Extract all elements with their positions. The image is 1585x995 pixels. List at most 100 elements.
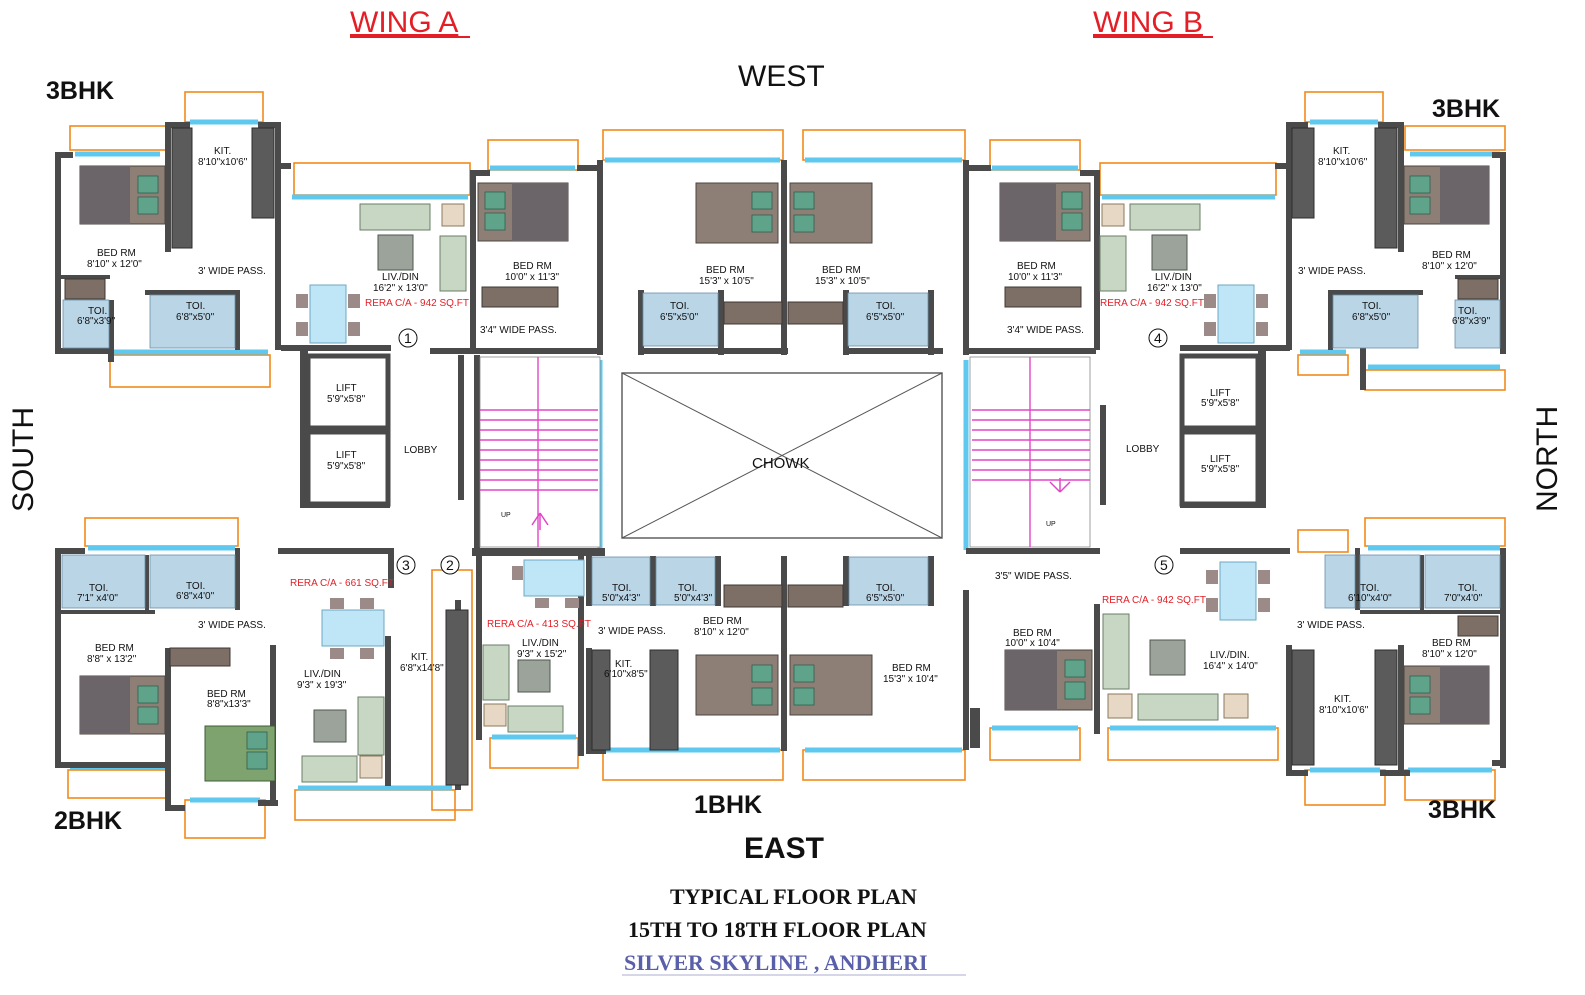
passage-label: 3' WIDE PASS. (1298, 266, 1366, 277)
lift-name: LIFT (336, 450, 357, 461)
room-size: 7'0"x4'0" (1444, 593, 1483, 604)
passage-label: 3' WIDE PASS. (1297, 620, 1365, 631)
room-size: 8'10"x10'6" (198, 157, 248, 168)
room-size: 8'8" x 13'2" (87, 654, 137, 665)
lobby-label: LOBBY (1126, 444, 1160, 455)
room-name: TOI. (186, 301, 205, 312)
direction-east: EAST (744, 832, 824, 865)
toilet-floors (61, 292, 1501, 609)
room-size: 6'8"x3'9" (1452, 316, 1491, 327)
unit-type-bottom-left: 2BHK (54, 807, 122, 835)
flat-number-1: 1 (404, 330, 412, 346)
room-name: BED RM (95, 643, 134, 654)
passage-label: 3' WIDE PASS. (198, 266, 266, 277)
room-name: KIT. (411, 652, 428, 663)
flat-number-4: 4 (1154, 330, 1162, 346)
room-name: BED RM (1017, 261, 1056, 272)
flat-number-3: 3 (402, 557, 410, 573)
room-size: 8'10" x 12'0" (694, 627, 749, 638)
room-name: TOI. (89, 583, 108, 594)
lift-size: 5'9"x5'8" (327, 394, 366, 405)
room-size: 6'8"x5'0" (176, 312, 215, 323)
east-center-labels: TOI. 6'5"x5'0" BED RM 15'3" x 10'4" (866, 583, 938, 685)
room-size: 8'10" x 12'0" (1422, 261, 1477, 272)
room-name: BED RM (822, 265, 861, 276)
room-name: KIT. (1334, 694, 1351, 705)
room-name: BED RM (1013, 628, 1052, 639)
room-name: TOI. (876, 583, 895, 594)
rera-area: RERA C/A - 661 SQ.FT (290, 578, 394, 589)
room-name: BED RM (1432, 250, 1471, 261)
room-size: 10'0" x 10'4" (1005, 638, 1060, 649)
room-name: LIV./DIN (382, 272, 419, 283)
wing-b-title: WING B (1093, 6, 1203, 39)
room-size: 6'10"x8'5" (604, 669, 648, 680)
room-size: 16'2" x 13'0" (373, 283, 428, 294)
room-size: 7'1" x4'0" (77, 593, 118, 604)
room-name: LIV./DIN (304, 669, 341, 680)
wing-a-title: WING A (350, 6, 458, 39)
room-name: BED RM (207, 689, 246, 700)
direction-north: NORTH (1531, 406, 1564, 512)
flat-number-5: 5 (1160, 557, 1168, 573)
stair-up-label: UP (501, 512, 511, 519)
lift-name: LIFT (1210, 454, 1231, 465)
room-size: 8'10"x10'6" (1318, 157, 1368, 168)
room-name: LIV./DIN (522, 638, 559, 649)
rera-area: RERA C/A - 942 SQ.FT (1100, 298, 1204, 309)
passage-label: 3' WIDE PASS. (198, 620, 266, 631)
flat-2-labels: RERA C/A - 413 SQ.FT TOI. 5'0"x4'3" TOI.… (487, 583, 749, 680)
room-name: TOI. (186, 581, 205, 592)
unit-type-bottom-right: 3BHK (1428, 796, 1496, 824)
room-name: BED RM (1432, 638, 1471, 649)
room-name: LIV./DIN. (1210, 650, 1250, 661)
chowk-courtyard (621, 372, 943, 539)
room-name: TOI. (1458, 306, 1477, 317)
room-name: TOI. (876, 301, 895, 312)
room-name: TOI. (1360, 583, 1379, 594)
flat-number-markers (396, 328, 1174, 575)
lift-size: 5'9"x5'8" (1201, 464, 1240, 475)
room-name: KIT. (214, 146, 231, 157)
room-size: 9'3" x 19'3" (297, 680, 347, 691)
room-size: 9'3" x 15'2" (517, 649, 567, 660)
room-name: TOI. (1362, 301, 1381, 312)
unit-type-bottom-center: 1BHK (694, 791, 762, 819)
flat-number-2: 2 (446, 557, 454, 573)
room-size: 6'8"x14'8" (400, 663, 444, 674)
room-name: TOI. (1458, 583, 1477, 594)
lift-size: 5'9"x5'8" (1201, 398, 1240, 409)
unit-type-top-right: 3BHK (1432, 95, 1500, 123)
room-size: 6'5"x5'0" (866, 312, 905, 323)
room-name: BED RM (706, 265, 745, 276)
room-size: 8'10" x 12'0" (1422, 649, 1477, 660)
room-size: 6'5"x5'0" (660, 312, 699, 323)
rera-area: RERA C/A - 413 SQ.FT (487, 619, 591, 630)
room-name: BED RM (892, 663, 931, 674)
footer-title: TYPICAL FLOOR PLAN (670, 884, 917, 909)
chowk-label: CHOWK (752, 455, 810, 472)
lobby-label: LOBBY (404, 445, 438, 456)
passage-label: 3' WIDE PASS. (598, 626, 666, 637)
room-size: 6'8"x5'0" (1352, 312, 1391, 323)
room-name: LIV./DIN (1155, 272, 1192, 283)
room-size: 6'10"x4'0" (1348, 593, 1392, 604)
room-name: TOI. (678, 583, 697, 594)
room-size: 6'5"x5'0" (866, 593, 905, 604)
flat-5-labels: 3'5" WIDE PASS. RERA C/A - 942 SQ.FT BED… (995, 571, 1483, 716)
room-size: 16'2" x 13'0" (1147, 283, 1202, 294)
room-size: 10'0" x 11'3" (505, 272, 560, 283)
lift-size: 5'9"x5'8" (327, 461, 366, 472)
direction-south: SOUTH (7, 407, 40, 512)
rera-area: RERA C/A - 942 SQ.FT (1102, 595, 1206, 606)
room-name: BED RM (97, 248, 136, 259)
room-name: TOI. (670, 301, 689, 312)
room-name: BED RM (703, 616, 742, 627)
room-size: 6'8"x3'9" (77, 316, 116, 327)
footer-floor-range: 15TH TO 18TH FLOOR PLAN (628, 917, 927, 942)
room-name: TOI. (612, 583, 631, 594)
passage-label: 3'5" WIDE PASS. (995, 571, 1072, 582)
passage-label: 3'4" WIDE PASS. (480, 325, 557, 336)
